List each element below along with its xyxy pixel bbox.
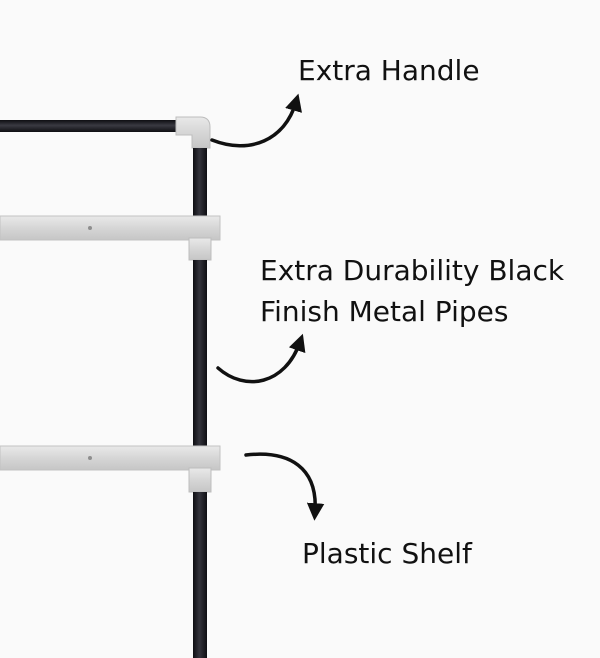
vertical-pipe-lower (193, 492, 207, 658)
elbow-connector (175, 116, 211, 149)
shelf-rivet (88, 226, 92, 230)
curved-arrow-icon (216, 333, 306, 384)
label-extra-handle: Extra Handle (298, 54, 480, 87)
handle-pipe (0, 120, 180, 132)
shelf-rivet (88, 456, 92, 460)
vertical-pipe-upper (193, 148, 207, 218)
label-metal-pipes-line1: Extra Durability Black (260, 254, 565, 287)
curved-arrow-icon (210, 93, 302, 148)
shelf-connector-top (188, 237, 212, 261)
shelf-top (0, 215, 221, 241)
label-metal-pipes-line2: Finish Metal Pipes (260, 295, 509, 328)
curved-arrow-icon (244, 452, 325, 521)
label-metal-pipes: Extra Durability Black Finish Metal Pipe… (260, 250, 564, 332)
shelf-middle (0, 445, 221, 471)
label-plastic-shelf: Plastic Shelf (302, 537, 472, 570)
vertical-pipe-middle (193, 260, 207, 446)
shelf-connector-middle (188, 467, 212, 493)
